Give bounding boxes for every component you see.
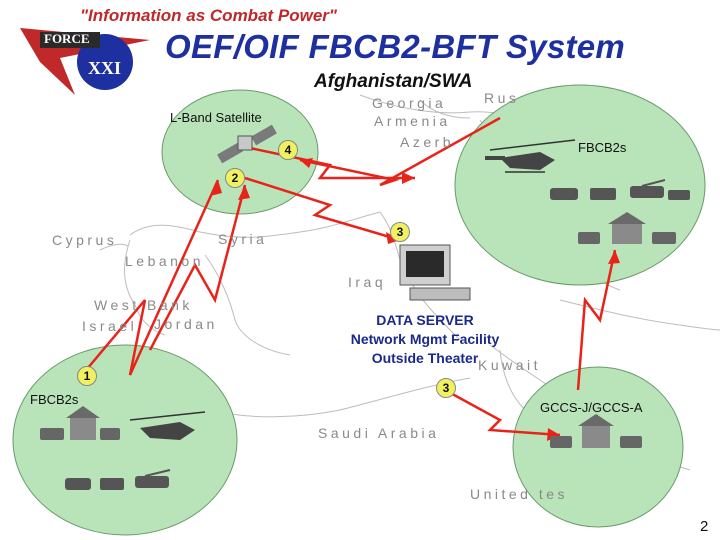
motto: "Information as Combat Power" <box>80 6 337 25</box>
map-label-israel: Israel <box>82 318 138 334</box>
satellite-icon <box>217 124 277 164</box>
arrow-head <box>210 180 222 196</box>
badge-1: 1 <box>77 366 97 386</box>
fbcb2-top-label: FBCB2s <box>578 140 627 155</box>
tank-icon <box>550 179 690 200</box>
badge-4: 4 <box>278 140 298 160</box>
arrow-head <box>300 158 313 168</box>
map-label-west-bank: West Bank <box>94 297 193 313</box>
map-label-syria: Syria <box>218 231 268 247</box>
data-server-line: Network Mgmt Facility <box>350 331 500 347</box>
data-server-line: Outside Theater <box>371 350 479 366</box>
badge-3-bottom: 3 <box>436 378 456 398</box>
map-label-russia: Rus <box>484 90 520 106</box>
map-label-kuwait: Kuwait <box>478 357 542 373</box>
map-label-cyprus: Cyprus <box>52 232 118 248</box>
data-server-label: DATA SERVER Network Mgmt Facility Outsid… <box>300 311 550 368</box>
link-fbcb2-down <box>576 249 617 391</box>
satellite-label: L-Band Satellite <box>170 110 262 125</box>
helicopter-icon <box>129 411 206 440</box>
arrow-head <box>608 250 620 264</box>
link-satellite-to-server <box>244 176 401 242</box>
logo-text-top: FORCE <box>44 31 90 46</box>
map-label-georgia: Georgia <box>372 95 447 111</box>
map-label-azerbaijan: Azerb <box>400 134 455 150</box>
computer-icon <box>399 244 471 301</box>
link-server-to-gccs <box>444 388 561 437</box>
vehicle-icon <box>40 406 120 440</box>
map-label-jordan: Jordan <box>154 316 218 332</box>
tank-icon <box>65 469 171 490</box>
fbcb2-left-label: FBCB2s <box>30 392 79 407</box>
force-xxi-logo <box>20 28 150 95</box>
page-subtitle: Afghanistan/SWA <box>314 71 473 92</box>
helicopter-icon <box>485 139 576 173</box>
vehicle-icon <box>550 414 642 448</box>
badge-3-top: 3 <box>390 222 410 242</box>
link-ground-to-satellite-a <box>81 179 220 376</box>
arrow-head <box>402 172 415 184</box>
page-number: 2 <box>700 518 709 535</box>
map-label-saudi-arabia: Saudi Arabia <box>318 425 440 441</box>
links <box>81 116 617 437</box>
map-label-uae: United tes <box>470 486 569 502</box>
link-fbcb2-to-satellite <box>299 116 501 187</box>
logo-text-bottom: XXI <box>88 58 122 78</box>
badge-2: 2 <box>225 168 245 188</box>
data-server-line: DATA SERVER <box>376 312 474 328</box>
page-title: OEF/OIF FBCB2-BFT System <box>165 28 626 65</box>
map-label-armenia: Armenia <box>374 113 451 129</box>
map-label-iraq: Iraq <box>348 274 387 290</box>
vehicle-icon <box>578 212 676 244</box>
gccs-label: GCCS-J/GCCS-A <box>540 400 643 415</box>
link-ground-to-satellite-b <box>148 184 247 351</box>
fbcb2-top-area-ellipse <box>454 84 706 286</box>
map-label-lebanon: Lebanon <box>125 253 205 269</box>
arrow-head <box>238 185 250 200</box>
